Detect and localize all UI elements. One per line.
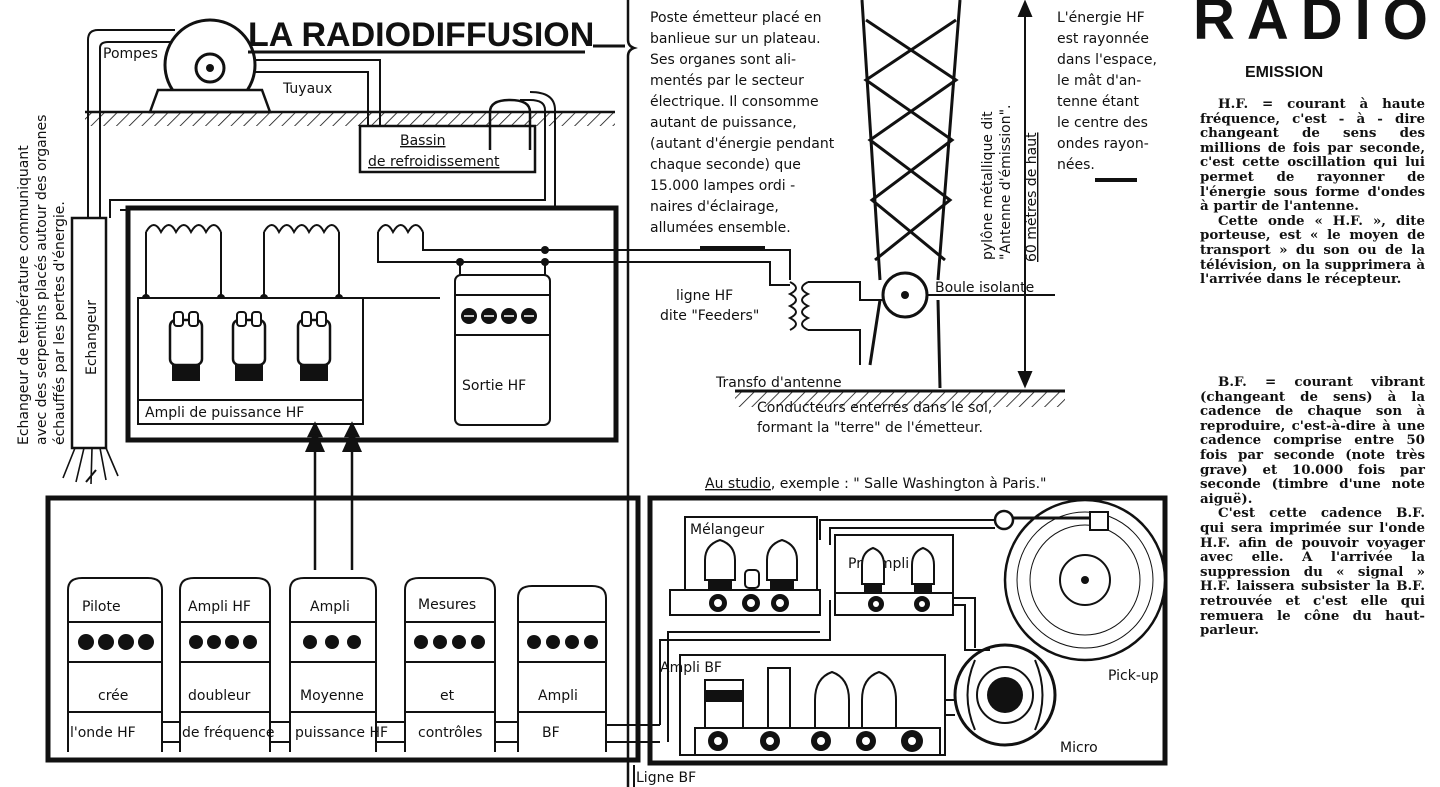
energie-note: L'énergie HF est rayonnée dans l'espace,… — [1057, 10, 1161, 173]
module-ampli-bf-bottom: BF — [542, 725, 560, 741]
sortie-hf-label: Sortie HF — [462, 378, 526, 394]
emission-heading: EMISSION — [1245, 64, 1323, 82]
module-ampli-bf-mid: Ampli — [538, 688, 578, 704]
left-label-line2: avec des serpentins placés autour des or… — [34, 115, 50, 445]
central-divider — [628, 0, 634, 787]
module-pilote-bottom: l'onde HF — [70, 725, 136, 741]
conducteurs-label-1: Conducteurs enterrés dans le sol, — [757, 400, 992, 416]
ampli-bf-label: Ampli BF — [660, 660, 722, 676]
module-ampli-bottom: puissance HF — [295, 725, 388, 741]
module-ampli-hf-title: Ampli HF — [188, 599, 251, 615]
left-label-line3: échauffés par les pertes d'énergie. — [52, 201, 68, 445]
pickup-label: Pick-up — [1108, 668, 1159, 684]
boule-isolante: Boule isolante — [883, 273, 1055, 317]
micro-label: Micro — [1060, 740, 1098, 756]
bf-paragraph-2: C'est cette cadence B.F. qui sera imprim… — [1200, 506, 1425, 637]
ligne-bf-label: Ligne BF — [636, 770, 696, 786]
echangeur-label: Echangeur — [84, 300, 100, 375]
bf-paragraph-1: B.F. = courant vibrant (changeant de sen… — [1200, 375, 1425, 506]
module-ampli-mid: Moyenne — [300, 688, 364, 704]
pompes-label: Pompes — [103, 46, 158, 62]
ground-top — [85, 112, 615, 126]
boule-label: Boule isolante — [935, 280, 1034, 296]
antenna-pylon — [862, 0, 960, 388]
studio-caption: Au studio, exemple : " Salle Washington … — [705, 476, 1046, 492]
hf-paragraph-1: H.F. = courant à haute fréquence, c'est … — [1200, 97, 1425, 214]
feeders-transformer: ligne HF dite "Feeders" Transfo d'antenn… — [660, 282, 885, 391]
module-ampli-hf-mid: doubleur — [188, 688, 251, 704]
module-ampli: Ampli Moyenne puissance HF — [290, 578, 388, 752]
pylone-label-1: pylône métallique dit — [980, 111, 996, 260]
studio-caption-underlined: Au studio — [705, 476, 771, 492]
radio-title: RADIO — [1193, 0, 1440, 53]
module-mesures-mid: et — [440, 688, 455, 704]
poste-note: Poste émetteur placé en banlieue sur un … — [650, 10, 839, 236]
left-label-line1: Echangeur de température communiquant — [16, 145, 32, 445]
article-column: RADIO EMISSION H.F. = courant à haute fr… — [1185, 0, 1435, 787]
module-ampli-bf: Ampli BF — [518, 586, 606, 752]
ligne-hf-label-1: ligne HF — [676, 288, 733, 304]
bassin-label-1: Bassin — [400, 133, 446, 149]
ampli-puissance-block: Ampli de puissance HF — [128, 208, 616, 440]
module-ampli-hf: Ampli HF doubleur de fréquence — [180, 578, 275, 752]
bf-paragraph: B.F. = courant vibrant (changeant de sen… — [1200, 375, 1425, 638]
module-pilote-title: Pilote — [82, 599, 121, 615]
microphone: Micro — [955, 645, 1098, 756]
ampli-bf: Ampli BF — [660, 655, 945, 755]
hf-paragraph: H.F. = courant à haute fréquence, c'est … — [1200, 97, 1425, 287]
conducteurs-label-2: formant la "terre" de l'émetteur. — [757, 420, 983, 436]
left-vertical-label: Echangeur de température communiquant av… — [16, 110, 68, 445]
module-pilote-mid: crée — [98, 688, 128, 704]
echangeur: Echangeur — [63, 218, 118, 484]
module-mesures-title: Mesures — [418, 597, 476, 613]
preampli: Préampli — [835, 535, 953, 615]
module-mesures: Mesures et contrôles — [405, 578, 495, 752]
bassin-label-2: de refroidissement — [368, 154, 500, 170]
melangeur-label: Mélangeur — [690, 522, 764, 538]
pylone-label-2: "Antenne d'émission". — [998, 105, 1014, 260]
ampli-puissance-label: Ampli de puissance HF — [145, 405, 304, 421]
module-ampli-hf-bottom: de fréquence — [182, 725, 275, 741]
hf-paragraph-2: Cette onde « H.F. », dite porteuse, est … — [1200, 214, 1425, 287]
studio-caption-rest: , exemple : " Salle Washington à Paris." — [771, 476, 1047, 492]
module-pilote: Pilote crée l'onde HF — [68, 578, 162, 752]
ligne-hf-label-2: dite "Feeders" — [660, 308, 759, 324]
main-title: LA RADIODIFFUSION — [248, 16, 594, 54]
power-tubes — [170, 312, 330, 381]
ground-antenna: Conducteurs enterrés dans le sol, forman… — [735, 391, 1065, 436]
hauteur-label: 60 mètres de haut — [1024, 132, 1040, 262]
transfo-label: Transfo d'antenne — [715, 375, 842, 391]
module-mesures-bottom: contrôles — [418, 725, 482, 741]
melangeur: Mélangeur — [670, 517, 820, 615]
module-ampli-title: Ampli — [310, 599, 350, 615]
tuyaux-label: Tuyaux — [282, 81, 332, 97]
